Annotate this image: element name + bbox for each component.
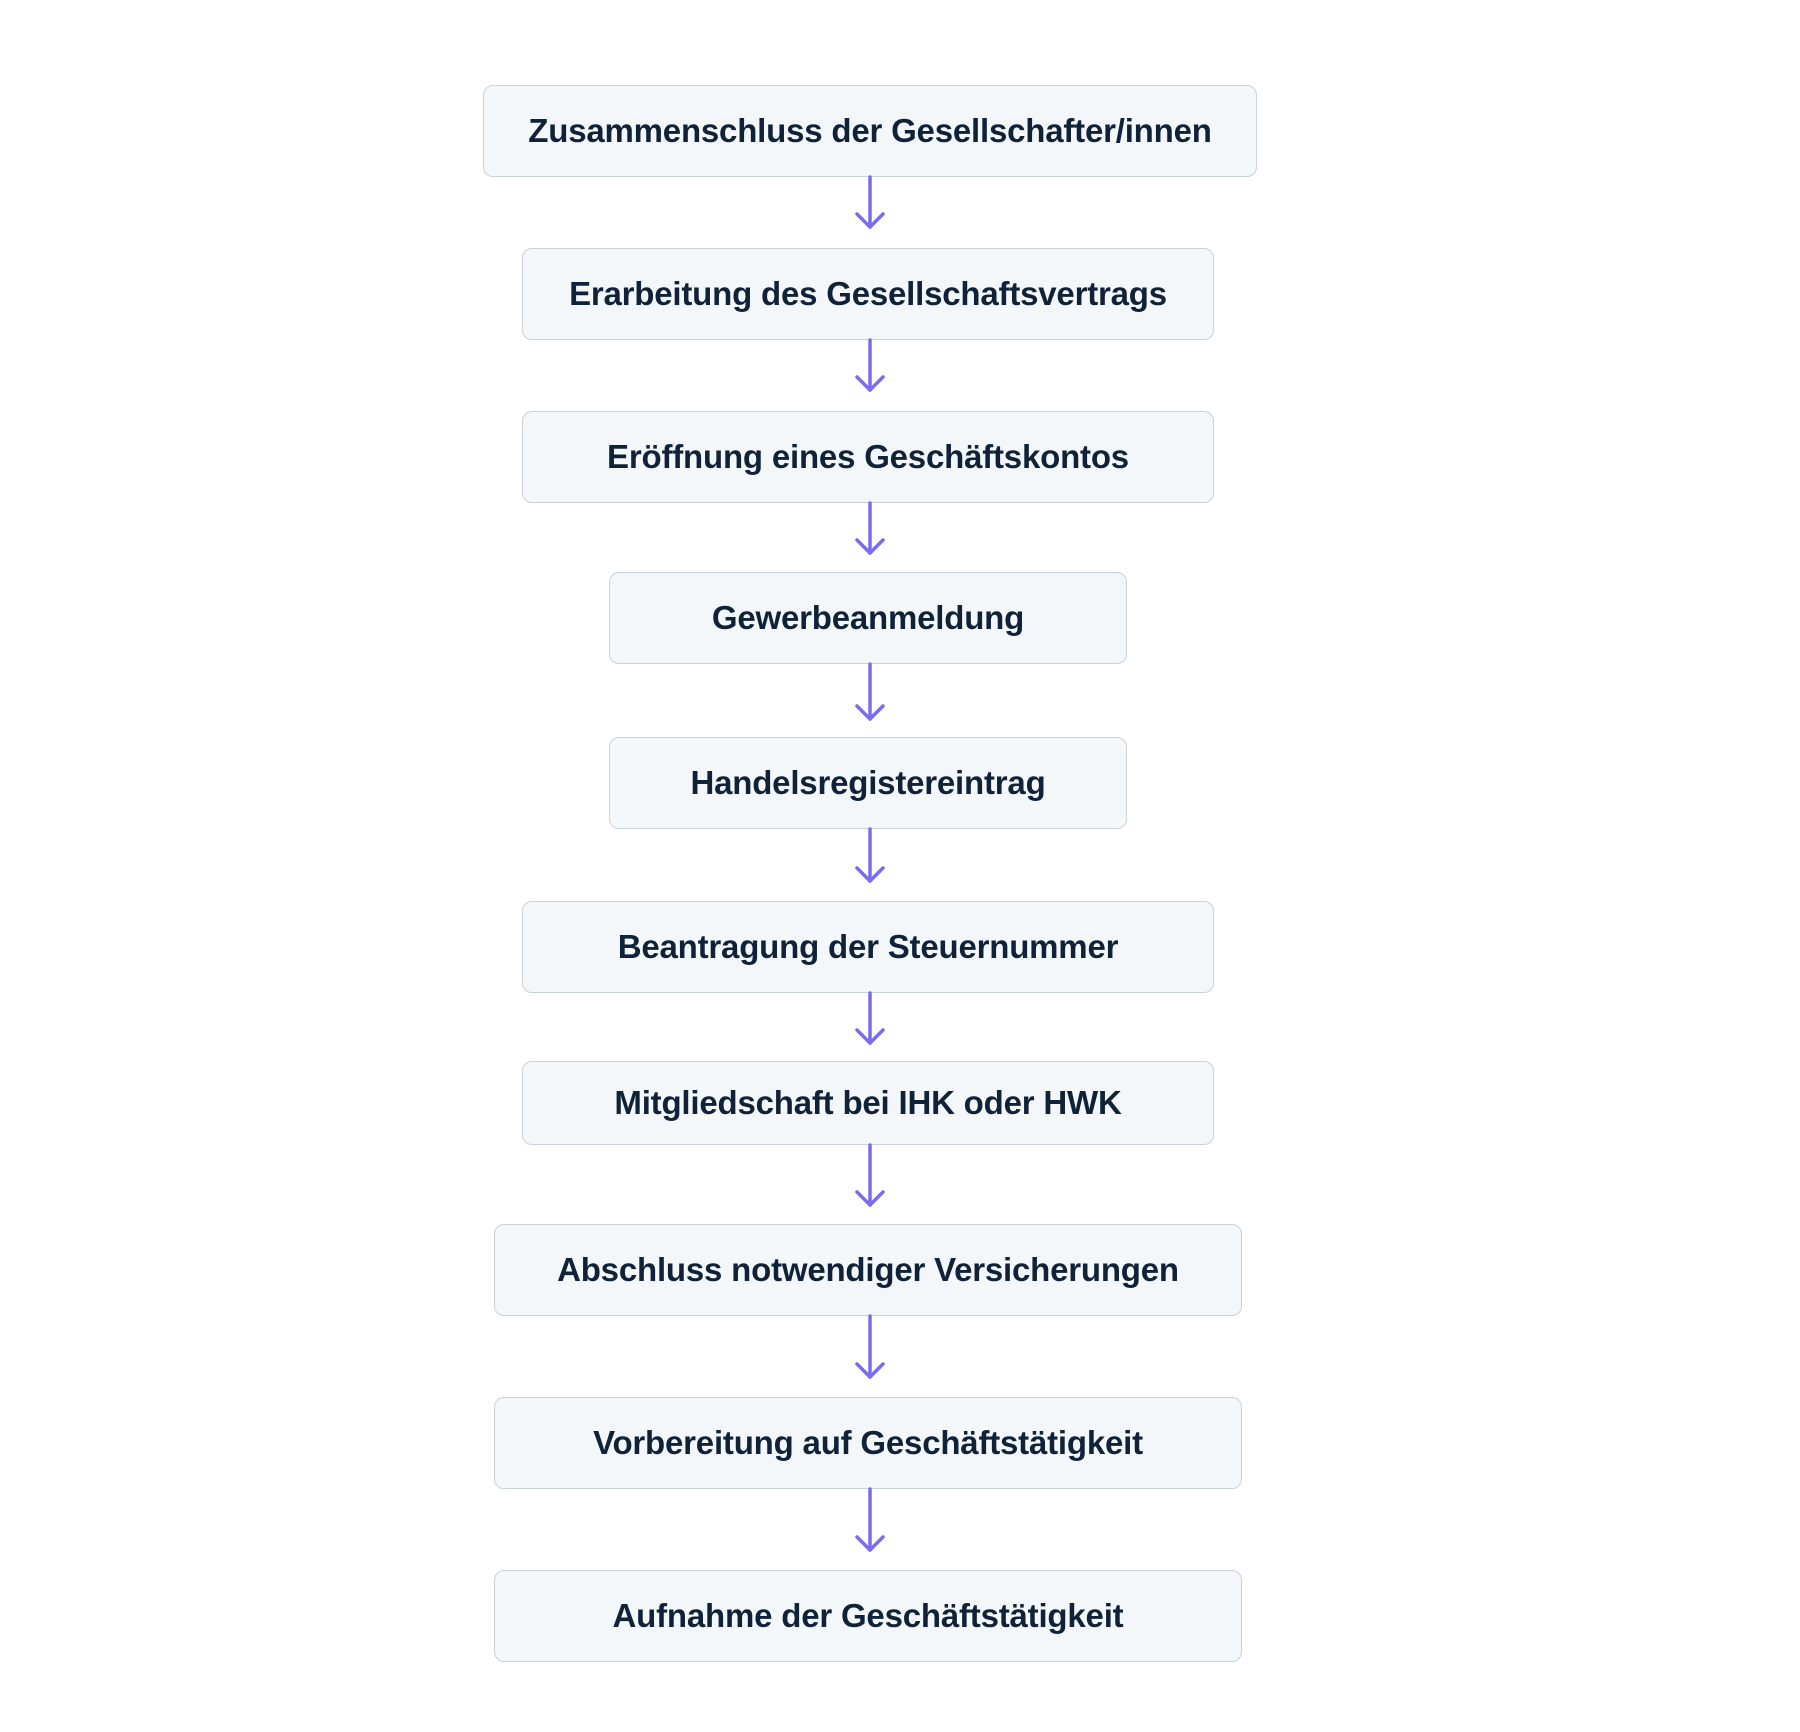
step-7-box: Mitgliedschaft bei IHK oder HWK (522, 1061, 1214, 1145)
step-5-label: Handelsregistereintrag (690, 764, 1046, 801)
step-9-box: Vorbereitung auf Geschäftstätigkeit (494, 1397, 1242, 1489)
step-6-box: Beantragung der Steuernummer (522, 901, 1214, 993)
arrow-5-6 (855, 827, 885, 883)
step-1-box: Zusammenschluss der Gesellschafter/innen (483, 85, 1257, 177)
arrow-6-7 (855, 991, 885, 1045)
arrow-3-4 (855, 501, 885, 555)
arrow-8-9 (855, 1314, 885, 1379)
step-6-label: Beantragung der Steuernummer (617, 928, 1119, 965)
step-4-box: Gewerbeanmeldung (609, 572, 1127, 664)
arrow-1-2 (855, 175, 885, 229)
step-10-label: Aufnahme der Geschäftstätigkeit (612, 1597, 1124, 1634)
step-1-label: Zusammenschluss der Gesellschafter/innen (528, 112, 1212, 149)
step-3-box: Eröffnung eines Geschäftskontos (522, 411, 1214, 503)
step-2-label: Erarbeitung des Gesellschaftsvertrags (569, 275, 1167, 312)
step-9-label: Vorbereitung auf Geschäftstätigkeit (593, 1424, 1143, 1461)
arrow-2-3 (855, 338, 885, 392)
arrow-4-5 (855, 662, 885, 721)
step-4-label: Gewerbeanmeldung (711, 599, 1025, 636)
step-2-box: Erarbeitung des Gesellschaftsvertrags (522, 248, 1214, 340)
step-7-label: Mitgliedschaft bei IHK oder HWK (614, 1084, 1122, 1121)
step-8-label: Abschluss notwendiger Versicherungen (557, 1251, 1179, 1288)
arrow-7-8 (855, 1143, 885, 1207)
step-3-label: Eröffnung eines Geschäftskontos (607, 438, 1129, 475)
step-5-box: Handelsregistereintrag (609, 737, 1127, 829)
arrow-9-10 (855, 1487, 885, 1552)
step-10-box: Aufnahme der Geschäftstätigkeit (494, 1570, 1242, 1662)
step-8-box: Abschluss notwendiger Versicherungen (494, 1224, 1242, 1316)
